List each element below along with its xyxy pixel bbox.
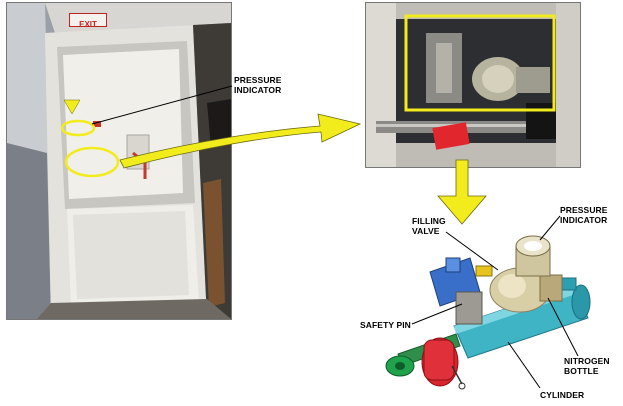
exit-sign-text: EXIT: [79, 20, 97, 29]
valve-block-shape: [429, 257, 493, 325]
label-pressure-indicator-photo: PRESSURE INDICATOR: [234, 75, 282, 95]
label-filling-valve: FILLING VALVE: [412, 216, 446, 236]
exit-sign: EXIT: [69, 13, 107, 29]
label-safety-pin: SAFETY PIN: [360, 320, 411, 330]
pressure-gauge-shape: [515, 235, 551, 277]
label-cylinder: CYLINDER: [540, 390, 585, 400]
safety-pin-flag: [421, 337, 466, 390]
label-pressure-indicator-diagram: PRESSURE INDICATOR: [560, 205, 608, 225]
label-nitrogen-bottle: NITROGEN BOTTLE: [564, 356, 610, 376]
nitrogen-bottle-shape: [489, 267, 563, 313]
